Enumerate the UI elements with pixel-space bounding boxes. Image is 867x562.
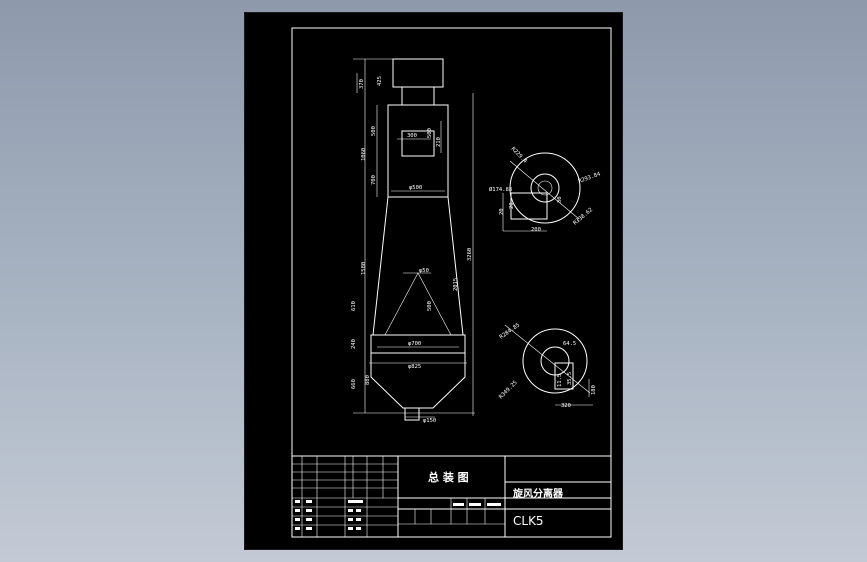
top-core-circle xyxy=(537,180,553,196)
lower-hopper xyxy=(370,353,466,409)
dim-240: 240 xyxy=(351,339,357,349)
bottom-leader xyxy=(504,324,591,394)
bottom-320: 320 xyxy=(561,403,571,409)
dim-425: 425 xyxy=(377,76,383,86)
dim-700: 700 xyxy=(371,175,377,185)
dim-300: 300 xyxy=(407,133,417,139)
main-view: 425 370 500 500 1060 700 1580 610 500 24… xyxy=(351,58,475,424)
top-20a: 20 xyxy=(499,208,505,215)
dim-3260: 3260 xyxy=(467,248,473,261)
title-block: 总 装 图 旋风分离器 CLK5 xyxy=(291,455,612,538)
outlet-pipe-top xyxy=(401,86,435,106)
bottom-outer-circle xyxy=(522,328,588,394)
top-inner-circle xyxy=(530,173,560,203)
dim-2015: 2015 xyxy=(453,278,459,291)
cad-drawing: 425 370 500 500 1060 700 1580 610 500 24… xyxy=(291,27,612,538)
drawing-code: CLK5 xyxy=(513,514,544,528)
top-d174: Ø174.88 xyxy=(489,186,512,193)
band xyxy=(370,334,466,354)
dim-500-right: 500 xyxy=(427,128,433,138)
part-name: 旋风分离器 xyxy=(512,487,564,500)
cylinder-body xyxy=(387,104,449,198)
dim-500-cone: 500 xyxy=(427,301,433,311)
dim-1060: 1060 xyxy=(361,148,367,161)
assembly-label: 总 装 图 xyxy=(428,470,469,484)
bottom-35: 35.5 xyxy=(567,372,573,385)
top-outer-circle xyxy=(509,152,581,224)
dim-dia825: φ825 xyxy=(408,364,421,370)
dim-dia150: φ150 xyxy=(423,418,436,424)
top-view: R229.4 R293.84 Ø174.88 R338.62 20 20 200… xyxy=(489,146,602,233)
dim-dia500: φ500 xyxy=(409,185,422,191)
dim-610: 610 xyxy=(351,301,357,311)
bottom-180: 180 xyxy=(591,385,597,395)
top-200: 200 xyxy=(531,227,541,233)
top-leader1 xyxy=(509,160,580,220)
dim-1580: 1580 xyxy=(361,262,367,275)
dim-370: 370 xyxy=(359,79,365,89)
top-r229: R229.4 xyxy=(510,146,529,165)
top-20b: 20 xyxy=(509,202,515,209)
drawing-frame xyxy=(291,27,612,538)
inlet-box xyxy=(392,58,444,88)
dim-880: 880 xyxy=(365,375,371,385)
top-r338: R338.62 xyxy=(572,207,594,227)
top-r293: R293.84 xyxy=(578,171,602,185)
inner-cone xyxy=(384,272,452,336)
bottom-r284: R284.85 xyxy=(499,322,521,340)
title-block-frame xyxy=(291,455,612,538)
top-30: 30 xyxy=(557,196,563,203)
top-inlet xyxy=(510,192,548,220)
dim-500: 500 xyxy=(371,126,377,136)
dim-dia700: φ700 xyxy=(408,341,421,347)
bottom-view: R284.85 64.5 R349.25 35.5 11.5 180 320 xyxy=(498,322,597,409)
dim-210: 210 xyxy=(436,137,442,147)
bottom-r349: R349.25 xyxy=(498,380,519,401)
bottom-outlet xyxy=(554,362,574,390)
dust-outlet xyxy=(404,407,420,421)
drawing-sheet: 425 370 500 500 1060 700 1580 610 500 24… xyxy=(244,12,623,550)
bottom-64: 64.5 xyxy=(563,341,576,347)
dim-660: 660 xyxy=(351,379,357,389)
bottom-11: 11.5 xyxy=(557,374,563,387)
outlet-pipe-inner xyxy=(401,130,435,157)
dim-dia50: φ50 xyxy=(419,268,429,274)
cone xyxy=(372,196,464,336)
